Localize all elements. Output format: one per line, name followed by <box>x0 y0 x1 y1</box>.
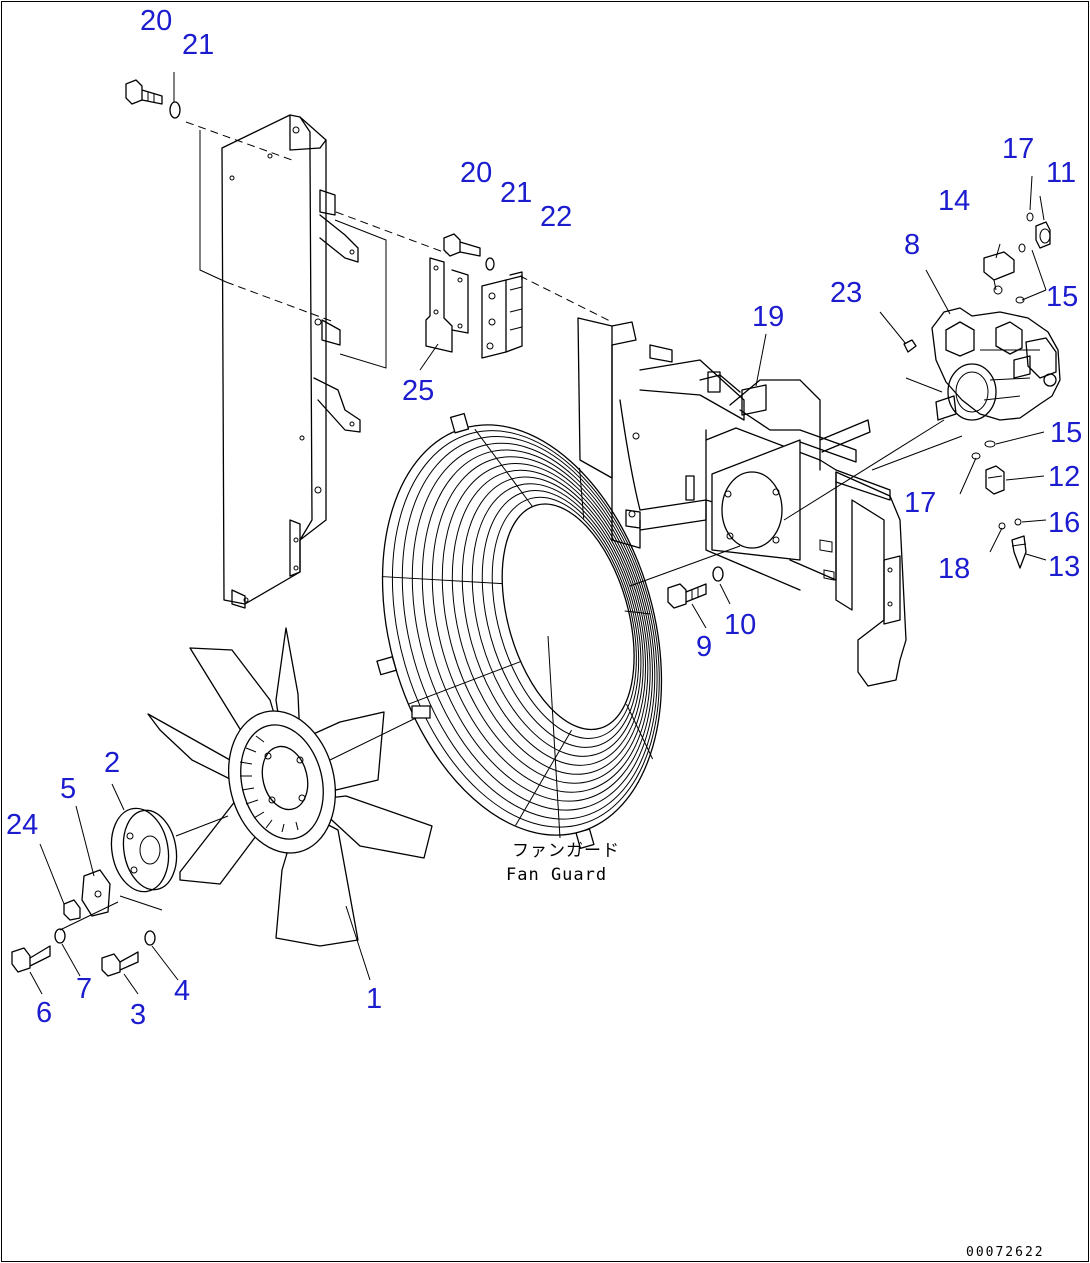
callout-14: 14 <box>938 185 970 217</box>
drawing-code: 00072622 <box>966 1245 1045 1260</box>
callout-25: 25 <box>402 375 434 407</box>
assembly-dashed-lines <box>185 121 613 323</box>
bolt-6 <box>11 945 51 973</box>
callout-15: 15 <box>1050 417 1082 449</box>
callout-3: 3 <box>130 999 146 1031</box>
fan-guard-label-jp: ファンガード <box>512 841 620 861</box>
valve-14 <box>983 251 1015 295</box>
callout-6: 6 <box>36 997 52 1029</box>
fitting-13 <box>1011 535 1027 569</box>
callout-23: 23 <box>830 277 862 309</box>
callout-12: 12 <box>1048 461 1080 493</box>
assembly-leader <box>119 895 163 911</box>
bolt-20-upper <box>125 79 163 105</box>
pin-23 <box>903 339 917 353</box>
washer-21-middle <box>485 257 495 271</box>
o-rings <box>971 212 1034 530</box>
callout-10: 10 <box>724 609 756 641</box>
fan-pump-8 <box>931 307 1061 421</box>
fan-1 <box>147 627 433 947</box>
left-shroud-panel <box>199 114 387 609</box>
callout-16: 16 <box>1048 507 1080 539</box>
callout-4: 4 <box>174 975 190 1007</box>
callout-17: 17 <box>1002 133 1034 165</box>
fan-guard <box>376 412 663 849</box>
callout-9: 9 <box>696 631 712 663</box>
fan-guard-leader <box>547 635 561 839</box>
callout-13: 13 <box>1048 551 1080 583</box>
callout-leaders <box>29 72 1047 995</box>
washer-7 <box>54 928 66 944</box>
callout-19: 19 <box>752 301 784 333</box>
hinge-22 <box>481 271 523 359</box>
spacer-2 <box>110 807 229 893</box>
callout-5: 5 <box>60 773 76 805</box>
callout-17: 17 <box>904 487 936 519</box>
plug-12 <box>985 465 1005 495</box>
callout-21: 21 <box>500 177 532 209</box>
centerlines <box>629 377 963 587</box>
nut-24 <box>63 899 81 921</box>
bolt-9 <box>667 583 707 609</box>
bolt-20-middle <box>443 233 481 257</box>
callout-labels: 20 21 20 21 22 25 19 23 8 14 17 11 15 15… <box>6 5 1082 1031</box>
washer-10 <box>712 566 724 582</box>
callout-20: 20 <box>140 5 172 37</box>
right-shroud-frame <box>577 317 907 687</box>
callout-20: 20 <box>460 157 492 189</box>
callout-1: 1 <box>366 983 382 1015</box>
callout-21: 21 <box>182 29 214 61</box>
bolt-3 <box>101 951 139 977</box>
callout-11: 11 <box>1046 157 1076 189</box>
callout-18: 18 <box>938 553 970 585</box>
callout-24: 24 <box>6 809 38 841</box>
callout-7: 7 <box>76 973 92 1005</box>
washer-4 <box>144 930 156 946</box>
washer-21-upper <box>169 101 181 119</box>
assembly-leader <box>59 901 119 931</box>
callout-22: 22 <box>540 201 572 233</box>
fitting-11 <box>1035 221 1051 249</box>
callout-15: 15 <box>1046 281 1078 313</box>
plate-5 <box>81 869 111 917</box>
hinge-bracket-25 <box>425 257 469 353</box>
fan-guard-label-en: Fan Guard <box>506 865 607 885</box>
callout-2: 2 <box>104 747 120 779</box>
callout-8: 8 <box>904 229 920 261</box>
